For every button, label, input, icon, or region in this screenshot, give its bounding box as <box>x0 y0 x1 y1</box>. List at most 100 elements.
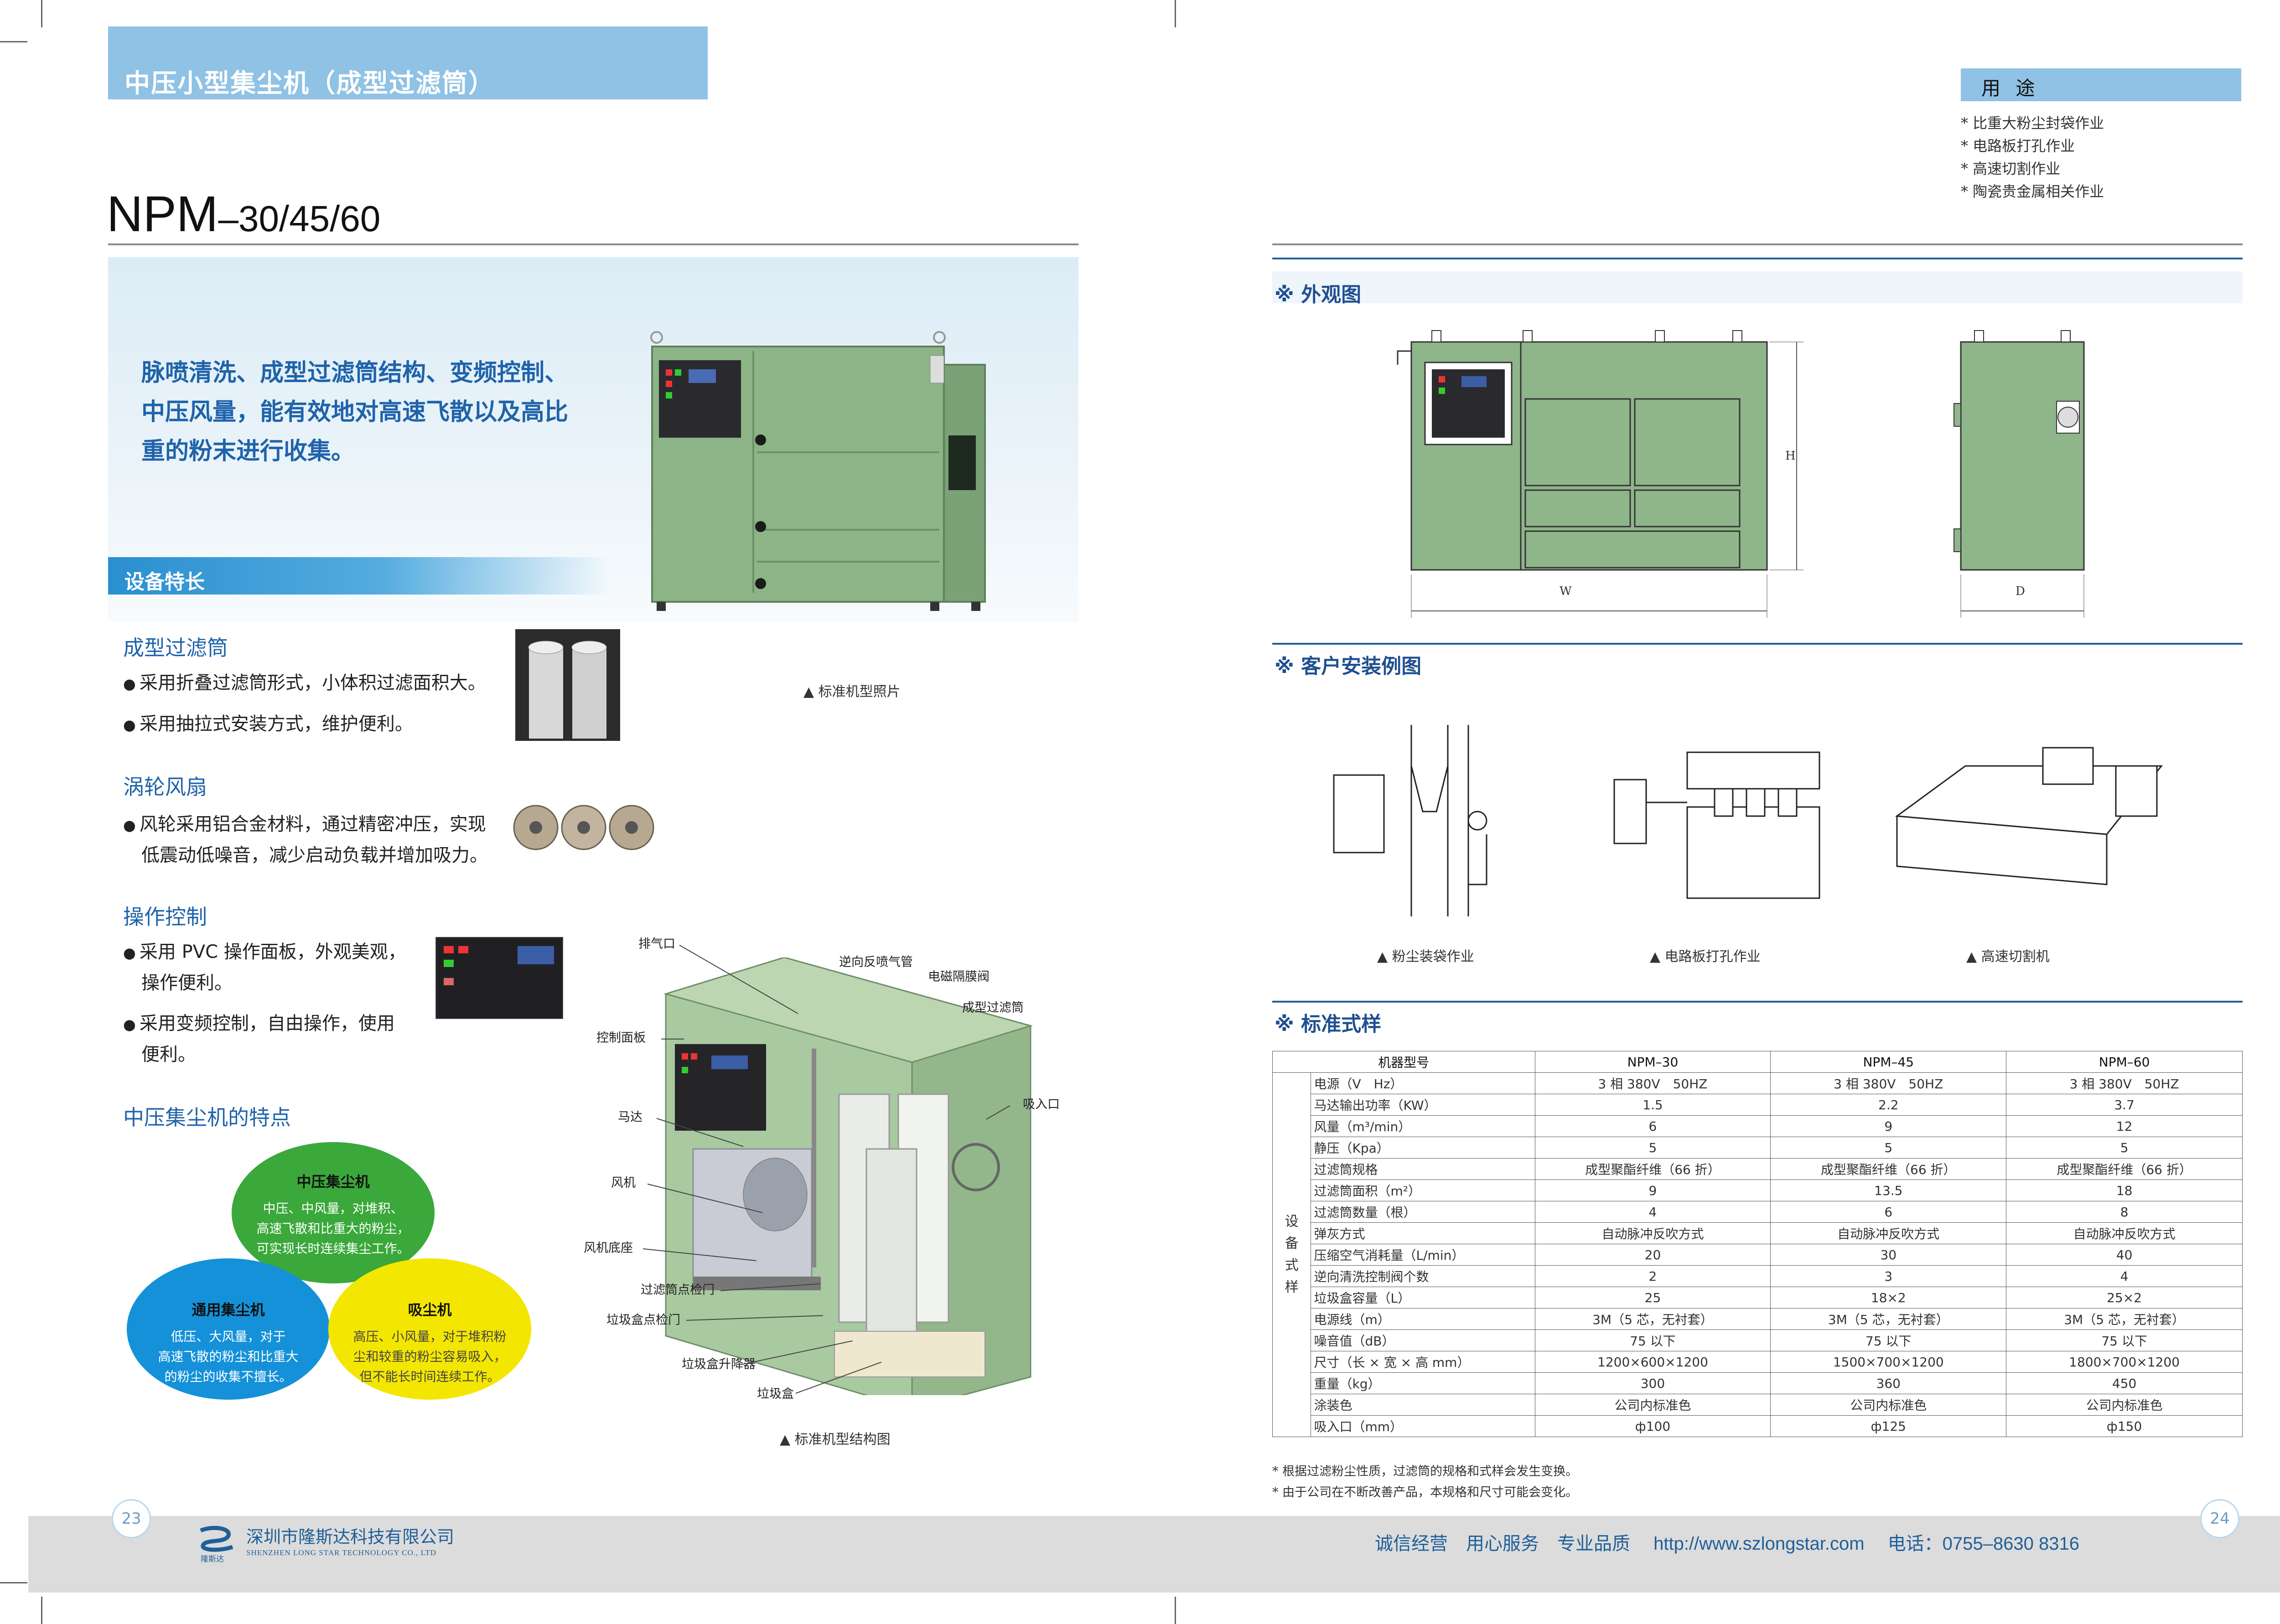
spec-value: 12 <box>2006 1115 2243 1137</box>
install-bagging-drawing <box>1333 725 1487 916</box>
spec-header-cell: NPM–60 <box>2006 1051 2243 1073</box>
spec-value: 75 以下 <box>1534 1329 1771 1351</box>
install-caption-bagging: ▲ 粉尘装袋作业 <box>1377 949 1474 965</box>
label-control-panel: 控制面板 <box>596 1031 646 1045</box>
label-motor: 马达 <box>618 1110 643 1124</box>
feature-control-bullet: ●采用 PVC 操作面板，外观美观， <box>123 941 406 962</box>
spec-value: ф150 <box>2006 1415 2243 1437</box>
circle-general: 通用集尘机 低压、大风量，对于 高速飞散的粉尘和比重大 的粉尘的收集不擅长。 <box>127 1258 330 1400</box>
crop-mark <box>0 1582 27 1583</box>
feature-fan-title: 涡轮风扇 <box>123 775 207 799</box>
spec-param-name: 垃圾盒容量（L） <box>1311 1287 1535 1309</box>
bullet-text: 采用变频控制，自由操作，使用 <box>139 1013 395 1034</box>
structure-caption: ▲ 标准机型结构图 <box>780 1432 891 1448</box>
spec-param-name: 过滤筒数量（根） <box>1311 1201 1535 1223</box>
circle-line: 尘和较重的粉尘容易吸入， <box>353 1349 507 1364</box>
feature-control-bullet: ●采用变频控制，自由操作，使用 <box>123 1013 395 1034</box>
spec-param-name: 风量（m³/min） <box>1311 1115 1535 1137</box>
spec-value: 3M（5 芯，无衬套） <box>2006 1308 2243 1330</box>
crop-mark <box>1175 0 1176 27</box>
spec-note: * 由于公司在不断改善产品，本规格和尺寸可能会变化。 <box>1272 1485 1578 1500</box>
structure-diagram <box>663 957 1033 1395</box>
model-suffix: –30/45/60 <box>218 198 381 239</box>
spec-value: 3M（5 芯，无衬套） <box>1534 1308 1771 1330</box>
feature-control-bullet-cont: 便利。 <box>141 1044 196 1065</box>
spec-value: 6 <box>1770 1201 2007 1223</box>
spec-value: 2 <box>1534 1265 1771 1287</box>
spec-value: 公司内标准色 <box>1534 1394 1771 1416</box>
spec-value: 360 <box>1770 1372 2007 1394</box>
spec-value: 450 <box>2006 1372 2243 1394</box>
install-caption-cutting: ▲ 高速切割机 <box>1966 949 2050 965</box>
label-fan-base: 风机底座 <box>584 1241 633 1255</box>
feature-filter-bullet: ●采用抽拉式安装方式，维护便利。 <box>123 714 413 734</box>
spec-value: ф125 <box>1770 1415 2007 1437</box>
label-valve: 电磁隔膜阀 <box>928 970 990 984</box>
bullet-text: 采用抽拉式安装方式，维护便利。 <box>139 714 413 734</box>
spec-value: 18×2 <box>1770 1287 2007 1309</box>
spec-value: 3 相 380V 50HZ <box>1534 1072 1771 1094</box>
spec-value: 30 <box>1770 1244 2007 1266</box>
spec-value: 25×2 <box>2006 1287 2243 1309</box>
company-name-cn: 深圳市隆斯达科技有限公司 <box>246 1527 455 1547</box>
spec-param-name: 电源线（m） <box>1311 1308 1535 1330</box>
spec-value: 2.2 <box>1770 1094 2007 1116</box>
spec-value: ф100 <box>1534 1415 1771 1437</box>
spec-value: 5 <box>2006 1137 2243 1159</box>
usage-item: * 陶瓷贵金属相关作业 <box>1961 183 2104 200</box>
spec-value: 公司内标准色 <box>1770 1394 2007 1416</box>
feature-control-title: 操作控制 <box>123 905 207 929</box>
company-name-en: SHENZHEN LONG STAR TECHNOLOGY CO., LTD <box>246 1548 437 1557</box>
spec-header-cell: 机器型号 <box>1272 1051 1535 1073</box>
spec-value: 3.7 <box>2006 1094 2243 1116</box>
spec-value: 3M（5 芯，无衬套） <box>1770 1308 2007 1330</box>
spec-value: 75 以下 <box>2006 1329 2243 1351</box>
circle-title: 吸尘机 <box>408 1301 452 1319</box>
usage-item: * 高速切割作业 <box>1961 160 2061 177</box>
spec-value: 3 <box>1770 1265 2007 1287</box>
spec-group-label-text: 设备式样 <box>1285 1214 1299 1295</box>
circle-vacuum: 吸尘机 高压、小风量，对于堆积粉 尘和较重的粉尘容易吸入， 但不能长时间连续工作… <box>328 1258 531 1400</box>
label-box: 垃圾盒 <box>757 1387 794 1401</box>
leader-line <box>661 1039 684 1040</box>
label-exhaust: 排气口 <box>638 937 675 951</box>
usage-band <box>1961 68 2241 101</box>
spec-group-label: 设备式样 <box>1272 1072 1311 1437</box>
page-number-left: 23 <box>112 1499 151 1538</box>
dimension-d-label: D <box>2016 584 2025 598</box>
circle-title: 通用集尘机 <box>192 1301 265 1319</box>
filter-cartridge-photo <box>515 629 620 741</box>
model-main: NPM <box>107 186 218 242</box>
spec-value: 5 <box>1534 1137 1771 1159</box>
spec-note: * 根据过滤粉尘性质，过滤筒的规格和式样会发生变换。 <box>1272 1464 1578 1479</box>
spec-value: 3 相 380V 50HZ <box>2006 1072 2243 1094</box>
circle-line: 低压、大风量，对于 <box>171 1329 286 1344</box>
feature-fan-bullet-cont: 低震动低噪音，减少启动负载并增加吸力。 <box>141 845 488 866</box>
spec-param-name: 吸入口（mm） <box>1311 1415 1535 1437</box>
page-title: 中压小型集尘机（成型过滤筒） <box>124 69 495 98</box>
bullet-text: 采用折叠过滤筒形式，小体积过滤面积大。 <box>139 672 486 693</box>
turbo-fan-photo <box>513 805 654 850</box>
logo-text: 隆斯达 <box>201 1555 224 1564</box>
spec-param-name: 重量（kg） <box>1311 1372 1535 1394</box>
footer-slogan-contact: 诚信经营 用心服务 专业品质 http://www.szlongstar.com… <box>1375 1534 2079 1554</box>
spec-value: 9 <box>1770 1115 2007 1137</box>
feature-filter-title: 成型过滤筒 <box>123 636 228 660</box>
circle-title: 中压集尘机 <box>296 1173 370 1190</box>
spec-param-name: 涂装色 <box>1311 1394 1535 1416</box>
section-rule <box>1272 643 2243 645</box>
spec-param-name: 逆向清洗控制阀个数 <box>1311 1265 1535 1287</box>
spec-value: 成型聚酯纤维（66 折） <box>1770 1158 2007 1180</box>
usage-item: * 比重大粉尘封袋作业 <box>1961 114 2104 132</box>
crop-mark <box>0 41 27 42</box>
spec-value: 5 <box>1770 1137 2007 1159</box>
